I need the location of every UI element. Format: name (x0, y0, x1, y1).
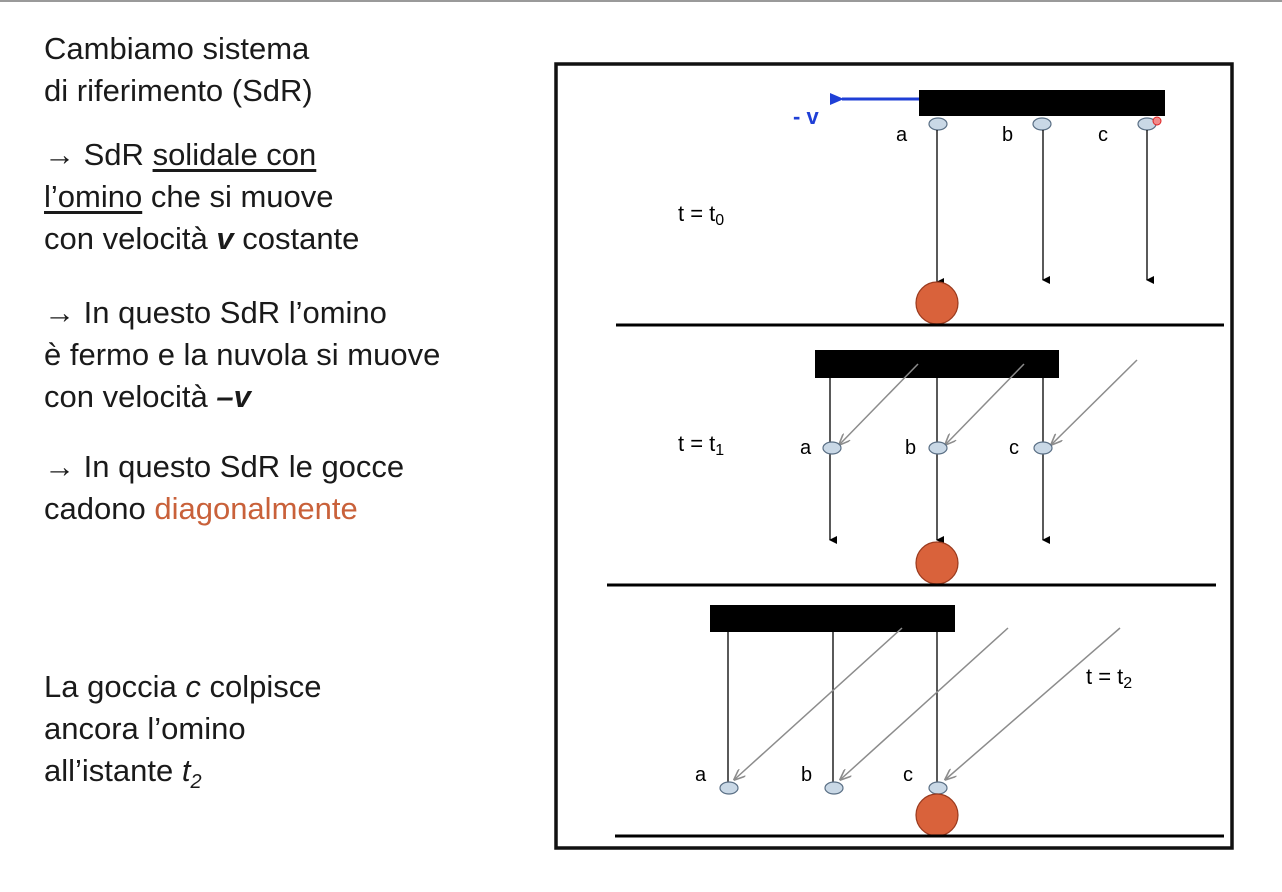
diagonal-arrow (1052, 359, 1138, 444)
frame-underlined-1: solidale con (152, 137, 317, 172)
diagonal-arrow (946, 627, 1121, 779)
person-icon (915, 281, 959, 325)
frame-v-symbol: v (216, 221, 234, 256)
still-line-2: è fermo e la nuvola si muove (44, 337, 441, 372)
diagram-frame (554, 62, 1234, 850)
cloud-bar (919, 90, 1165, 116)
frame-line3-post: costante (242, 221, 360, 256)
intro-line-1: Cambiamo sistema (44, 31, 310, 66)
panel-t0: - v a b c t = t0 (616, 90, 1224, 327)
frame-mid: che si muove (150, 179, 334, 214)
person-icon (915, 793, 959, 837)
drop-label-a: a (800, 437, 812, 459)
drop-label-c: c (903, 764, 913, 786)
drop-label-c: c (1098, 124, 1108, 146)
still-line-1: In questo SdR l’omino (83, 295, 387, 330)
drop-c-pre: La goccia (44, 669, 177, 704)
panel-t1: a b c t = t1 (607, 350, 1216, 587)
drop-c-letter: c (185, 669, 201, 704)
drop-c-line3-pre: all’istante (44, 753, 174, 788)
arrow-glyph: → (44, 295, 75, 330)
intro-line-2: di riferimento (SdR) (44, 73, 313, 108)
drop-label-b: b (1002, 124, 1013, 146)
diagonal-line-1: In questo SdR le gocce (83, 449, 405, 484)
drop-icon (1033, 441, 1053, 455)
arrow-glyph: → (44, 449, 75, 484)
paragraph-diagonal: → In questo SdR le gocce cadono diagonal… (44, 446, 544, 530)
time-label-t0: t = t0 (678, 201, 724, 229)
drop-c-post: colpisce (209, 669, 322, 704)
panel-t2: a b c t = t2 (615, 605, 1224, 838)
drop-icon (928, 441, 948, 455)
drop-label-a: a (896, 124, 908, 146)
paragraph-still: → In questo SdR l’omino è fermo e la nuv… (44, 292, 544, 418)
diagonal-arrow (840, 363, 919, 444)
diagonal-line2-pre: cadono (44, 491, 146, 526)
diagonal-arrow (946, 363, 1025, 444)
cloud-bar (815, 350, 1059, 378)
velocity-label: - v (793, 104, 819, 129)
drop-label-b: b (905, 437, 916, 459)
time-label-t2: t = t2 (1086, 664, 1132, 692)
frame-pre: SdR (83, 137, 144, 172)
diagonal-arrow (735, 627, 903, 779)
pointer-dot (1152, 116, 1162, 126)
paragraph-frame: → SdR solidale con l’omino che si muove … (44, 134, 544, 260)
drop-label-b: b (801, 764, 812, 786)
frame-underlined-2: l’omino (44, 179, 143, 214)
drop-icon (928, 781, 948, 795)
diagonal-word: diagonalmente (154, 491, 358, 526)
paragraph-intro: Cambiamo sistema di riferimento (SdR) (44, 28, 313, 112)
minus-v-symbol: –v (216, 379, 251, 414)
drop-icon (822, 441, 842, 455)
time-label-t1: t = t1 (678, 431, 724, 459)
time-t2-symbol: t2 (181, 753, 202, 794)
drop-icon (928, 117, 948, 131)
drop-label-c: c (1009, 437, 1019, 459)
still-line3-pre: con velocità (44, 379, 208, 414)
paragraph-drop-c: La goccia c colpisce ancora l’omino all’… (44, 666, 544, 803)
drop-icon (1032, 117, 1052, 131)
drop-c-line-2: ancora l’omino (44, 711, 246, 746)
diagonal-arrow (841, 627, 1009, 779)
cloud-bar (710, 605, 955, 632)
drop-icon (719, 781, 739, 795)
arrow-glyph: → (44, 137, 75, 172)
frame-line3-pre: con velocità (44, 221, 208, 256)
drop-icon (824, 781, 844, 795)
person-icon (915, 541, 959, 585)
drop-label-a: a (695, 764, 707, 786)
top-border (0, 0, 1282, 2)
